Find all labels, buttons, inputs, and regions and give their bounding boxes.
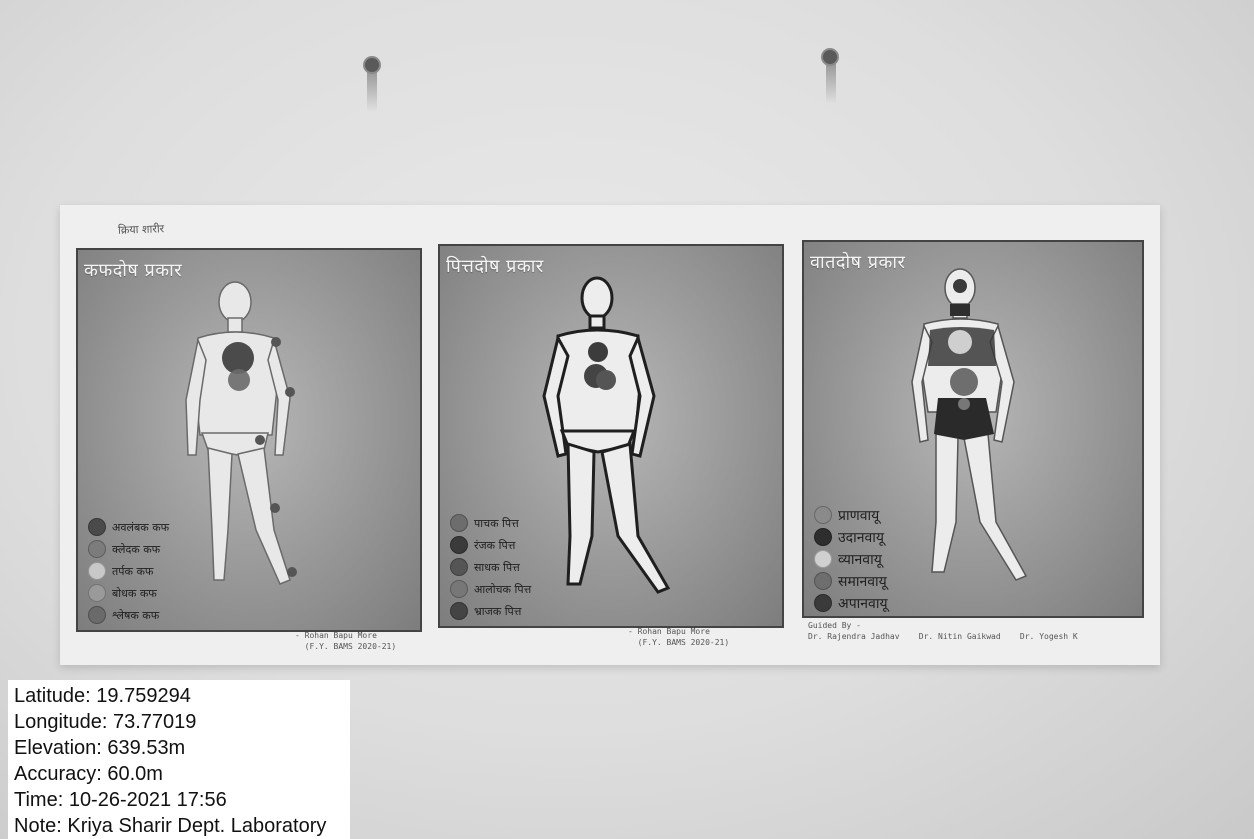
legend-label: क्लेदक कफ — [112, 542, 160, 557]
legend-kapha: अवलंबक कफ क्लेदक कफ तर्पक कफ बोधक कफ श्ल… — [88, 516, 169, 626]
legend-dot — [88, 584, 106, 602]
legend-label: उदानवायू — [838, 528, 884, 547]
poster-credit-vata: Guided By - Dr. Rajendra Jadhav Dr. Niti… — [808, 620, 1078, 642]
poster-kapha: कफदोष प्रकार अवलंबक कफ क् — [76, 248, 422, 632]
nail-shadow-right — [826, 64, 836, 104]
legend-dot — [88, 518, 106, 536]
legend-dot — [814, 572, 832, 590]
legend-dot — [88, 562, 106, 580]
legend-label: प्राणवायू — [838, 506, 879, 525]
legend-dot — [814, 594, 832, 612]
legend-item: उदानवायू — [814, 526, 888, 548]
poster-pitta: पित्तदोष प्रकार पाचक पित्त रंजक पित्त — [438, 244, 784, 628]
legend-label: तर्पक कफ — [112, 564, 153, 579]
gps-time: Time: 10-26-2021 17:56 — [14, 787, 350, 813]
legend-label: साधक पित्त — [474, 560, 520, 575]
legend-dot — [450, 514, 468, 532]
legend-dot — [814, 506, 832, 524]
legend-item: तर्पक कफ — [88, 560, 169, 582]
legend-item: आलोचक पित्त — [450, 578, 531, 600]
legend-label: व्यानवायू — [838, 550, 882, 569]
legend-dot — [88, 606, 106, 624]
legend-vata: प्राणवायू उदानवायू व्यानवायू समानवायू अप… — [814, 504, 888, 614]
gps-accuracy: Accuracy: 60.0m — [14, 761, 350, 787]
poster-credit-pitta: - Rohan Bapu More (F.Y. BAMS 2020-21) — [628, 626, 729, 648]
nail-shadow-left — [367, 72, 377, 112]
legend-label: पाचक पित्त — [474, 516, 519, 531]
legend-item: रंजक पित्त — [450, 534, 531, 556]
legend-dot — [814, 528, 832, 546]
poster-vata: वातदोष प्रकार प्राणवायू उदानवायू — [802, 240, 1144, 618]
legend-item: भ्राजक पित्त — [450, 600, 531, 622]
legend-item: व्यानवायू — [814, 548, 888, 570]
legend-label: रंजक पित्त — [474, 538, 515, 553]
legend-pitta: पाचक पित्त रंजक पित्त साधक पित्त आलोचक प… — [450, 512, 531, 622]
handwritten-header: क्रिया शारीर — [118, 221, 165, 238]
gps-longitude: Longitude: 73.77019 — [14, 709, 350, 735]
legend-item: अवलंबक कफ — [88, 516, 169, 538]
gps-elevation: Elevation: 639.53m — [14, 735, 350, 761]
gps-note: Note: Kriya Sharir Dept. Laboratory — [14, 813, 350, 839]
nail-left — [365, 58, 379, 72]
legend-dot — [450, 580, 468, 598]
poster-credit-kapha: - Rohan Bapu More (F.Y. BAMS 2020-21) — [295, 630, 396, 652]
legend-dot — [450, 558, 468, 576]
gps-overlay: Latitude: 19.759294 Longitude: 73.77019 … — [8, 680, 350, 839]
legend-item: श्लेषक कफ — [88, 604, 169, 626]
legend-item: बोधक कफ — [88, 582, 169, 604]
legend-item: अपानवायू — [814, 592, 888, 614]
legend-label: समानवायू — [838, 572, 887, 591]
legend-label: श्लेषक कफ — [112, 608, 159, 623]
legend-item: क्लेदक कफ — [88, 538, 169, 560]
legend-item: प्राणवायू — [814, 504, 888, 526]
legend-dot — [88, 540, 106, 558]
legend-label: भ्राजक पित्त — [474, 604, 521, 619]
nail-right — [823, 50, 837, 64]
gps-latitude: Latitude: 19.759294 — [14, 683, 350, 709]
legend-dot — [450, 602, 468, 620]
legend-label: अपानवायू — [838, 594, 888, 613]
legend-label: आलोचक पित्त — [474, 582, 531, 597]
legend-label: अवलंबक कफ — [112, 520, 169, 535]
legend-item: साधक पित्त — [450, 556, 531, 578]
legend-dot — [814, 550, 832, 568]
legend-item: समानवायू — [814, 570, 888, 592]
legend-item: पाचक पित्त — [450, 512, 531, 534]
legend-dot — [450, 536, 468, 554]
legend-label: बोधक कफ — [112, 586, 157, 601]
